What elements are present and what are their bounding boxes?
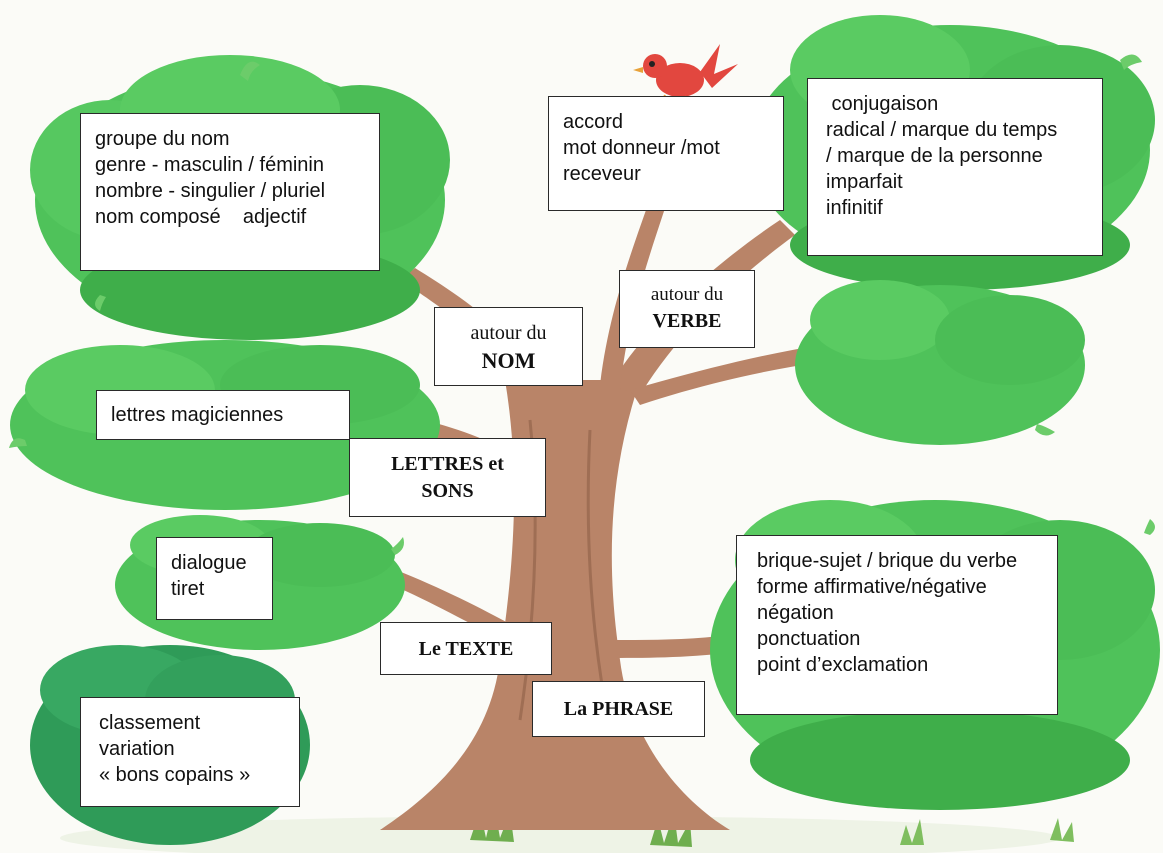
leaf-nom-line: genre - masculin / féminin (95, 154, 324, 176)
leaf-phrase-line: forme affirmative/négative (757, 576, 987, 598)
node-lettres-line2: SONS (421, 480, 474, 502)
node-nom: autour du NOM (434, 307, 583, 386)
leaf-lexique-line: classement (99, 712, 201, 734)
foliage-right-middle (795, 280, 1085, 445)
node-phrase: La PHRASE (532, 681, 705, 737)
leaf-sprouts (9, 54, 1155, 555)
node-texte-label: Le TEXTE (418, 638, 514, 660)
leaf-nom-line: nombre - singulier / pluriel (95, 180, 326, 202)
node-texte: Le TEXTE (380, 622, 552, 675)
leaf-box-texte: dialogue tiret (156, 537, 273, 620)
node-nom-line2: NOM (481, 348, 536, 373)
node-phrase-label: La PHRASE (563, 698, 674, 720)
leaf-box-nom: groupe du nom genre - masculin / féminin… (80, 113, 380, 271)
leaf-lexique-line: « bons copains » (99, 764, 251, 786)
grass-ground (60, 804, 1074, 853)
node-verbe-line2: VERBE (652, 310, 722, 332)
leaf-box-lettres: lettres magiciennes (96, 390, 350, 440)
node-lettres-line1: LETTRES et (391, 453, 504, 475)
leaf-box-accord: accord mot donneur /mot receveur (548, 96, 784, 211)
leaf-texte-line: tiret (171, 578, 205, 600)
leaf-nom-line: nom composé adjectif (95, 206, 307, 228)
leaf-nom-line: groupe du nom (95, 128, 230, 150)
node-verbe: autour du VERBE (619, 270, 755, 348)
leaf-box-lexique: classement variation « bons copains » (80, 697, 300, 807)
leaf-lettres-line: lettres magiciennes (111, 404, 284, 426)
node-nom-line1: autour du (470, 322, 547, 344)
leaf-conjugaison-line: / marque de la personne (826, 145, 1043, 167)
leaf-lexique-line: variation (99, 738, 175, 760)
node-verbe-line1: autour du (650, 284, 724, 305)
leaf-phrase-line: ponctuation (757, 628, 861, 650)
leaf-phrase-line: négation (757, 602, 834, 624)
leaf-accord-line: accord (563, 111, 624, 133)
leaf-box-phrase: brique-sujet / brique du verbe forme aff… (736, 535, 1058, 715)
leaf-accord-line: mot donneur /mot (563, 137, 720, 159)
leaf-accord-line: receveur (563, 163, 641, 185)
leaf-phrase-line: brique-sujet / brique du verbe (757, 550, 1018, 572)
leaf-texte-line: dialogue (171, 552, 247, 574)
leaf-conjugaison-line: radical / marque du temps (826, 119, 1058, 141)
leaf-conjugaison-line: infinitif (826, 197, 883, 219)
leaf-conjugaison-line: conjugaison (826, 93, 939, 115)
leaf-conjugaison-line: imparfait (826, 171, 903, 193)
leaf-phrase-line: point d’exclamation (757, 654, 929, 676)
leaf-box-conjugaison: conjugaison radical / marque du temps / … (807, 78, 1103, 256)
node-lettres: LETTRES et SONS (349, 438, 546, 517)
